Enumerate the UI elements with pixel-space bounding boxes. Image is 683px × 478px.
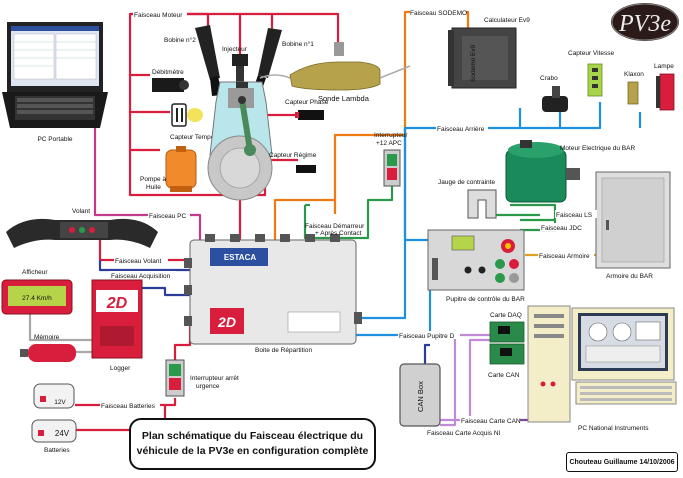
interrupteur-urgence-label-2: urgence xyxy=(196,383,220,390)
debitmetre-label: Débitmètre xyxy=(152,69,184,76)
label-faisceau-jdc: Faisceau JDC xyxy=(541,225,582,232)
capteur-tempe-label: Capteur Tempé xyxy=(170,134,215,141)
interrupteur-apc: Interrupteur +12 APC xyxy=(374,132,408,187)
carte-can-label: Carte CAN xyxy=(488,372,520,379)
pc-national-instruments: PC National Instruments xyxy=(527,305,677,432)
armoire-bar-label: Armoire du BAR xyxy=(606,273,653,280)
interrupteur-apc-label-1: Interrupteur xyxy=(374,132,408,139)
memoire: Mémoire xyxy=(20,334,76,362)
bobine-1-label: Bobine n°1 xyxy=(282,40,314,48)
pv3e-logo: PV3e xyxy=(611,3,679,41)
label-faisceau-armoire: Faisceau Armoire xyxy=(539,253,590,260)
batteries: 12V 24V Batteries xyxy=(31,383,77,454)
carte-can: Carte CAN xyxy=(488,343,525,379)
jauge-contrainte: Jauge de contrainte xyxy=(438,179,497,219)
bobine-2-label: Bobine n°2 xyxy=(164,36,196,44)
capteur-regime-label: Capteur Régime xyxy=(269,152,317,159)
carte-daq-label: Carte DAQ xyxy=(490,312,522,319)
interrupteur-apc-label-2: +12 APC xyxy=(376,140,402,147)
label-apres-contact: + Après Contact xyxy=(315,230,362,237)
carte-daq: Carte DAQ xyxy=(489,312,525,343)
label-faisceau-pc: Faisceau PC xyxy=(149,213,187,220)
boite-label: Boite de Répartition xyxy=(255,347,312,354)
lampe: Lampe xyxy=(654,63,675,111)
capteur-phase: Capteur Phase xyxy=(285,99,329,120)
diagram-title-line-1: Plan schématique du Faisceau électrique … xyxy=(141,430,364,442)
pc-portable: PC Portable xyxy=(2,22,108,143)
battery-24v: 24V xyxy=(55,429,70,438)
boite-repartition: ESTACA 2D Boite de Répartition xyxy=(184,234,362,354)
injecteur-label: Injecteur xyxy=(222,46,248,53)
jauge-label: Jauge de contrainte xyxy=(438,179,495,186)
label-faisceau-ls: Faisceau LS xyxy=(556,212,593,219)
pompe-huile-label-2: Huile xyxy=(146,184,161,191)
batteries-label: Batteries xyxy=(44,447,70,454)
battery-12v: 12V xyxy=(54,399,66,406)
label-faisceau-acquisition: Faisceau Acquisition xyxy=(111,273,171,280)
label-faisceau-arriere: Faisceau Arrière xyxy=(437,126,485,133)
engine-block xyxy=(207,81,273,201)
pc-ni-label: PC National Instruments xyxy=(578,425,649,432)
estaca-logo: ESTACA xyxy=(224,253,257,262)
afficheur-label: Afficheur xyxy=(22,269,48,276)
pc-portable-label: PC Portable xyxy=(37,136,72,143)
capteur-phase-label: Capteur Phase xyxy=(285,99,329,106)
volant-label: Volant xyxy=(72,208,90,215)
diagram-title-box: Plan schématique du Faisceau électrique … xyxy=(129,418,376,470)
label-faisceau-moteur: Faisceau Moteur xyxy=(134,12,183,19)
pompe-huile: Pompe à Huile xyxy=(140,146,197,192)
diagram-title-line-2: véhicule de la PV3e en configuration com… xyxy=(136,445,369,457)
label-faisceau-demarreur: Faisceau Démarreur xyxy=(305,223,365,230)
memoire-label: Mémoire xyxy=(34,334,60,341)
capteur-vitesse: Capteur Vitesse xyxy=(568,50,615,97)
boite-2d-logo: 2D xyxy=(217,314,236,330)
calculateur-label: Calculateur Ev9 xyxy=(484,17,530,24)
crabo-label: Crabo xyxy=(540,75,558,82)
sonde-lambda-label: Sonde Lambda xyxy=(318,94,370,103)
capteur-regime: Capteur Régime xyxy=(269,152,317,173)
label-faisceau-carte-acquis: Faisceau Carte Acquis NI xyxy=(427,430,501,437)
label-faisceau-volant: Faisceau Volant xyxy=(115,258,161,265)
pupitre-label: Pupitre de contrôle du BAR xyxy=(446,296,525,303)
label-faisceau-sodemo: Faisceau SODEMO xyxy=(410,10,467,17)
klaxon: Klaxon xyxy=(624,71,644,105)
label-faisceau-pupitre-d: Faisceau Pupitre D xyxy=(399,333,455,340)
logger-label: Logger xyxy=(110,365,131,372)
debitmetre: Débitmètre xyxy=(152,69,189,92)
can-box-text: CAN Box xyxy=(416,381,425,412)
pv3e-logo-text: PV3e xyxy=(618,11,671,37)
armoire-bar: Armoire du BAR xyxy=(595,171,671,280)
moteur-bar: Moteur Electrique du BAR xyxy=(505,140,635,203)
interrupteur-urgence: Interrupteur arrêt urgence xyxy=(165,359,239,397)
capteur-vitesse-label: Capteur Vitesse xyxy=(568,50,615,57)
author-box: Chouteau Guillaume 14/10/2006 xyxy=(566,452,678,472)
logger-logo: 2D xyxy=(106,295,128,312)
afficheur: 27.4 Km/h Afficheur xyxy=(1,269,73,315)
klaxon-label: Klaxon xyxy=(624,71,644,78)
injecteur: Injecteur xyxy=(222,46,248,86)
label-faisceau-batteries: Faisceau Batteries xyxy=(101,403,156,410)
pompe-huile-label-1: Pompe à xyxy=(140,176,166,183)
sodemo-ev9-text: Sodemo Ev9 xyxy=(470,44,477,82)
interrupteur-urgence-label-1: Interrupteur arrêt xyxy=(190,375,239,382)
sonde-lambda: Sonde Lambda xyxy=(259,42,411,103)
logger: 2D Logger xyxy=(91,279,143,372)
afficheur-value: 27.4 Km/h xyxy=(22,295,52,302)
calculateur-ev9: Calculateur Ev9 Sodemo Ev9 xyxy=(448,17,530,89)
capteur-tempe: Capteur Tempé xyxy=(170,103,215,141)
volant: Volant xyxy=(6,208,158,248)
can-box: CAN Box xyxy=(399,363,441,427)
lampe-label: Lampe xyxy=(654,63,674,70)
label-faisceau-carte-can: Faisceau Carte CAN xyxy=(461,418,521,425)
moteur-bar-label: Moteur Electrique du BAR xyxy=(560,145,635,152)
author-text: Chouteau Guillaume 14/10/2006 xyxy=(569,458,675,466)
pupitre-controle: Pupitre de contrôle du BAR xyxy=(427,229,525,303)
crabo: Crabo xyxy=(540,75,568,112)
